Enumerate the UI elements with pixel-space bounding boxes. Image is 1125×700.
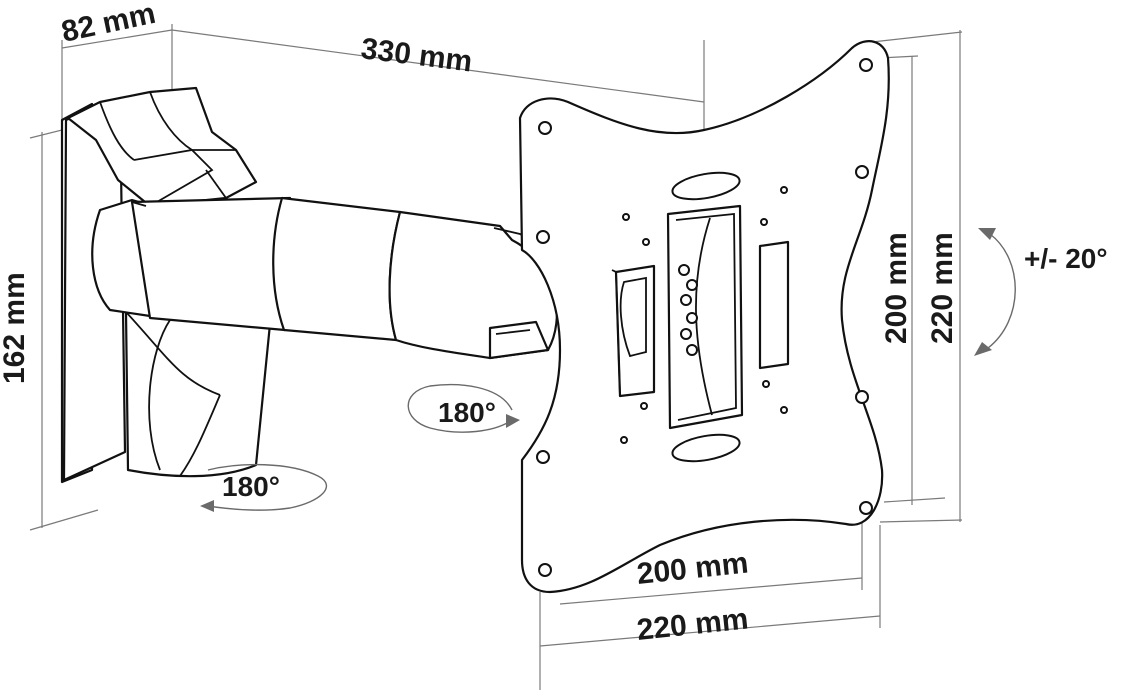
- vesa-plate: [518, 40, 890, 594]
- mount-hole-icon: [855, 165, 869, 179]
- vesa-vertical-outer-label: 220 mm: [926, 232, 959, 344]
- length-label: 330 mm: [359, 32, 474, 78]
- mount-hole-icon: [536, 230, 550, 244]
- vesa-horizontal-outer-label: 220 mm: [635, 602, 750, 647]
- mount-hole-icon: [855, 390, 869, 404]
- tilt-label: +/- 20°: [1024, 243, 1108, 274]
- dimension-lines: [29, 24, 963, 690]
- wall-swivel-arrow: [200, 463, 327, 512]
- wall-plate: [60, 86, 272, 484]
- arm-swivel-label: 180°: [438, 397, 496, 428]
- tilt-arrow: [974, 228, 1016, 356]
- mount-hole-icon: [859, 501, 873, 515]
- articulating-arm: [91, 196, 558, 360]
- mount-hole-icon: [538, 121, 552, 135]
- mount-hole-icon: [538, 563, 552, 577]
- vesa-horizontal-inner-label: 200 mm: [635, 546, 750, 591]
- arm-swivel-arrow: [407, 383, 520, 433]
- vesa-vertical-inner-label: 200 mm: [880, 232, 913, 344]
- depth-label: 82 mm: [59, 0, 159, 49]
- height-label: 162 mm: [0, 272, 31, 384]
- wall-swivel-label: 180°: [222, 471, 280, 502]
- mount-hole-icon: [536, 450, 550, 464]
- mount-hole-icon: [859, 58, 873, 72]
